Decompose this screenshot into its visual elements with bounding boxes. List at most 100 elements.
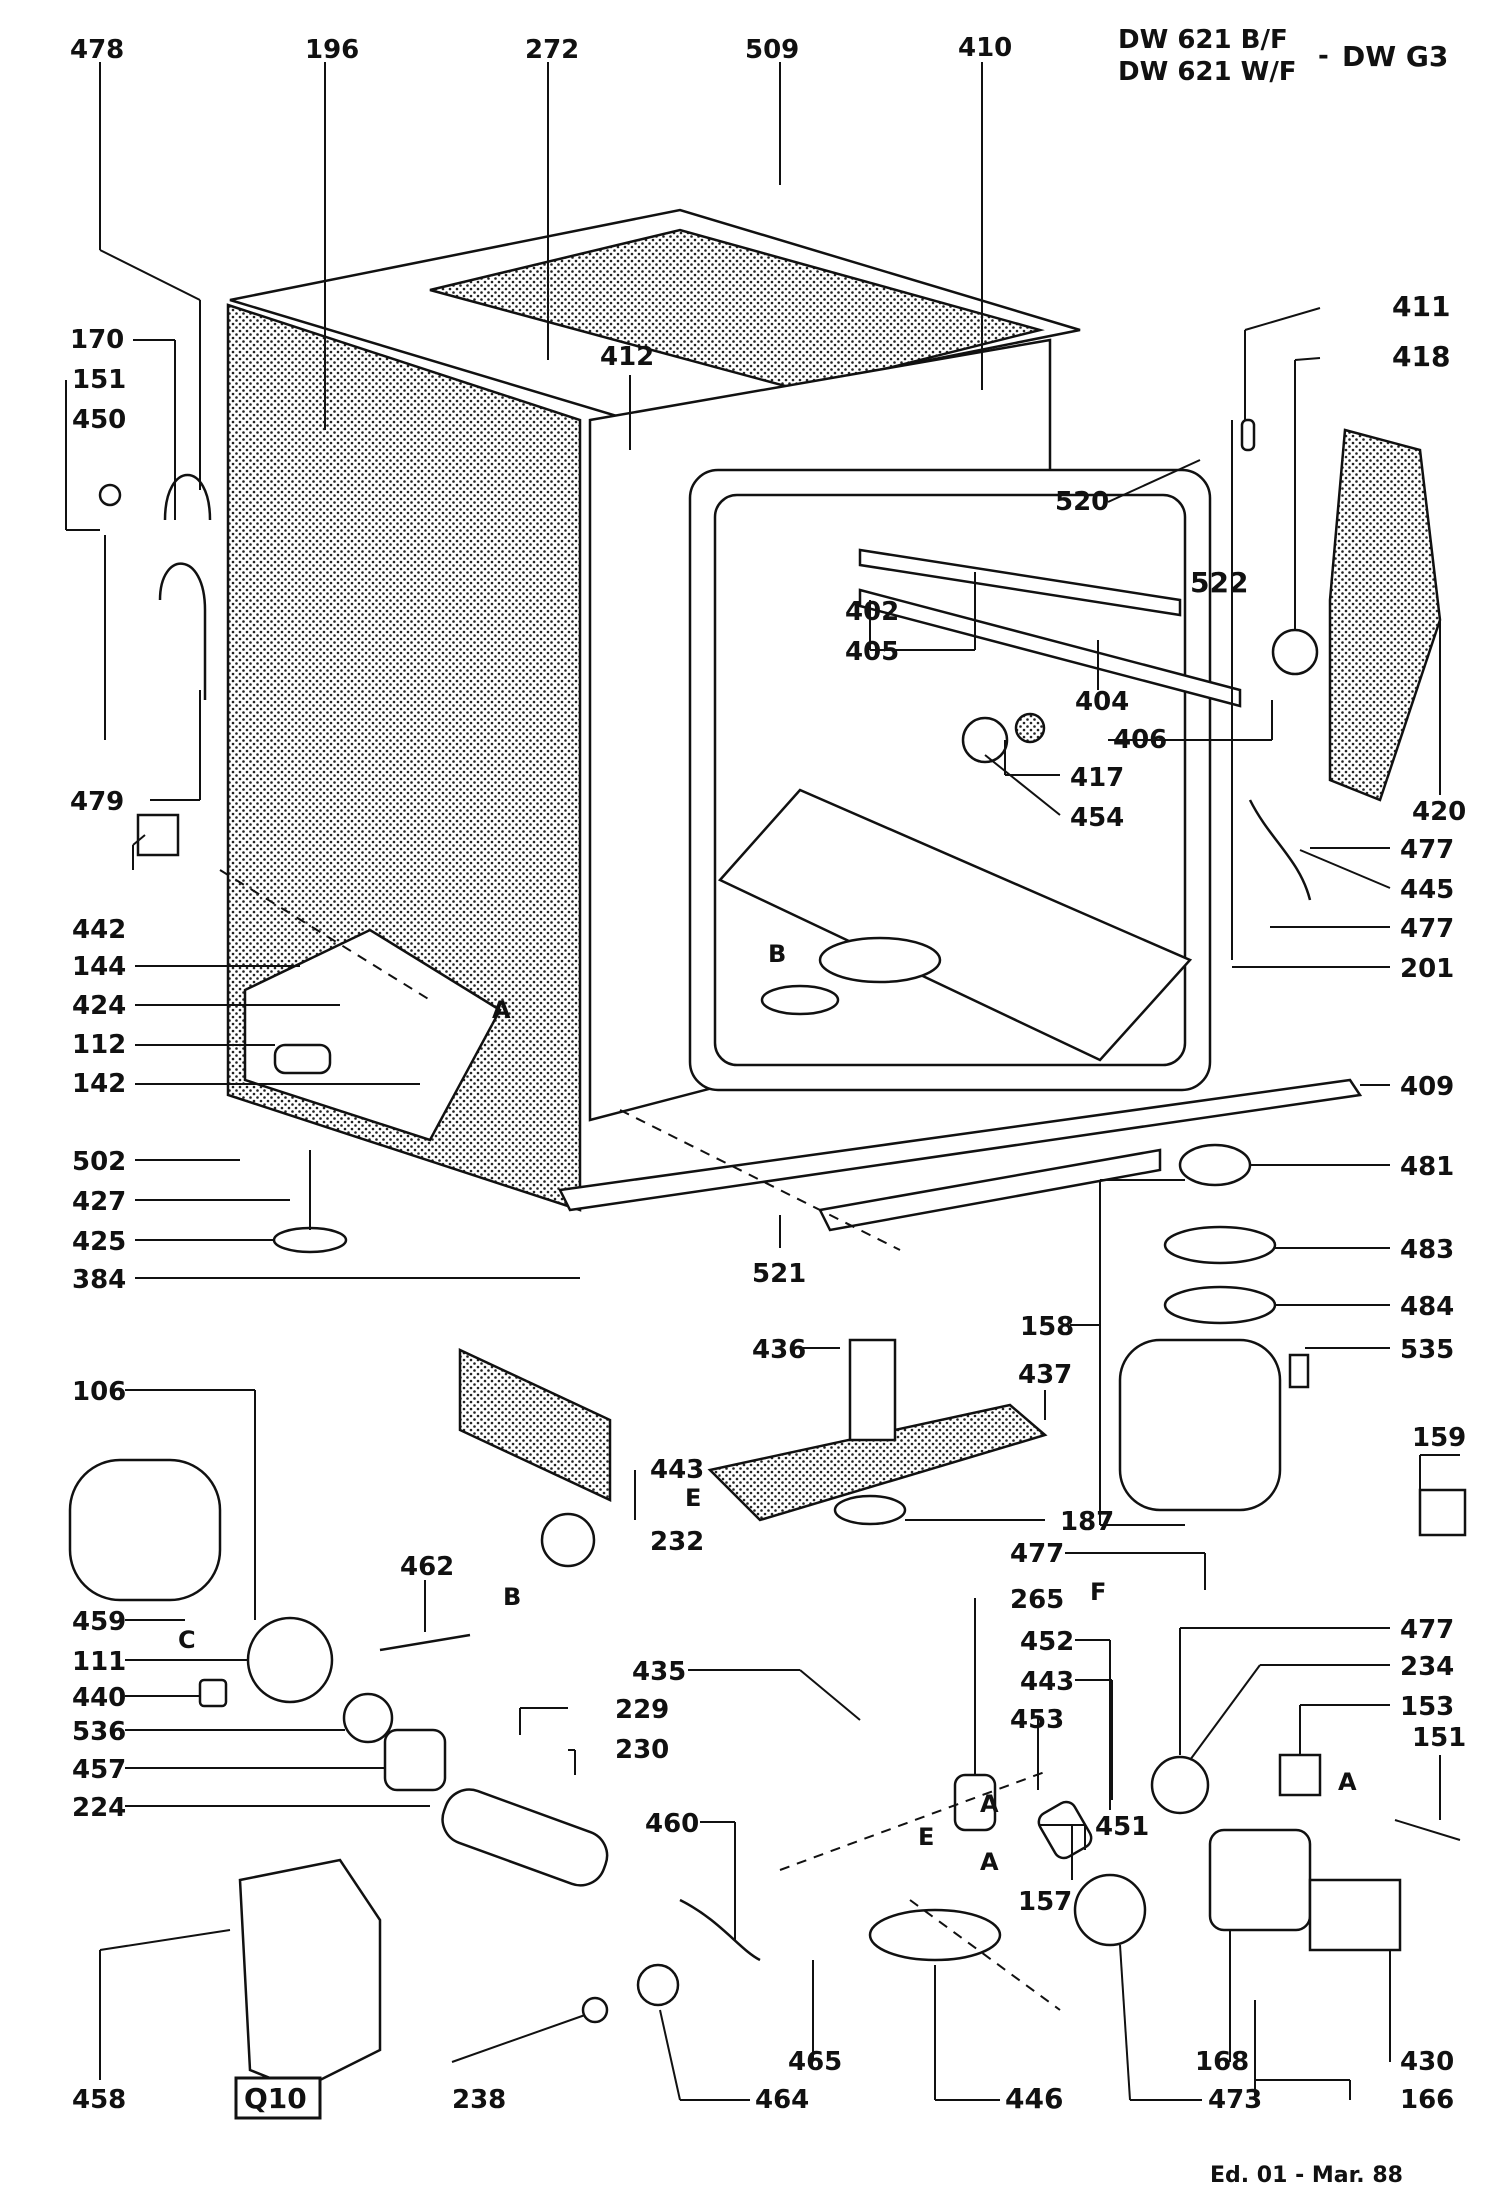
callout-440: 440: [72, 1683, 126, 1713]
figure-code-frame: [234, 2076, 322, 2120]
figure-code: Q10: [244, 2082, 307, 2115]
callout-106: 106: [72, 1377, 126, 1407]
callout-151-right: 151: [1412, 1723, 1466, 1753]
filter-tray-437: [707, 1403, 1048, 1522]
cutaway-base: [243, 928, 502, 1142]
callout-112: 112: [72, 1030, 126, 1060]
callout-412: 412: [600, 342, 654, 372]
callout-520: 520: [1055, 487, 1109, 517]
bottom-rail: [818, 1148, 1162, 1232]
callout-187: 187: [1060, 1507, 1114, 1537]
callout-462: 462: [400, 1552, 454, 1582]
leveling-foot: [272, 1226, 348, 1254]
callout-157: 157: [1018, 1887, 1072, 1917]
callout-465: 465: [788, 2047, 842, 2077]
callout-443-a: 443: [650, 1455, 704, 1485]
pump-111: [246, 1616, 334, 1704]
pump-464: [636, 1963, 680, 2007]
part-457: [383, 1728, 447, 1792]
callout-521: 521: [752, 1259, 806, 1289]
callout-151-left: 151: [72, 365, 126, 395]
marker-a-2: A: [1338, 1768, 1357, 1796]
callout-458: 458: [72, 2085, 126, 2115]
front-rail: [558, 1078, 1363, 1212]
hose-445: [1248, 799, 1312, 901]
letter-markers: A B A B C E E F A A: [178, 940, 1357, 1876]
callout-454: 454: [1070, 803, 1124, 833]
filter-assembly: [707, 1338, 1048, 1526]
coarse-filter-187: [833, 1494, 907, 1526]
leader-lines: [65, 62, 1460, 2101]
softener-158: [1118, 1338, 1282, 1512]
callout-481: 481: [1400, 1152, 1454, 1182]
plug-535: [1288, 1353, 1310, 1389]
callout-430: 430: [1400, 2047, 1454, 2077]
callout-445: 445: [1400, 875, 1454, 905]
callout-232: 232: [650, 1527, 704, 1557]
model-line-2: DW 621 W/F: [1118, 57, 1297, 87]
sump-opening: [818, 936, 942, 984]
callout-502: 502: [72, 1147, 126, 1177]
callout-460: 460: [645, 1809, 699, 1839]
dashed-link-3: [779, 1769, 1051, 1871]
dashed-link-1: [219, 869, 431, 1001]
bracket-430: [1308, 1878, 1402, 1952]
callout-473: 473: [1208, 2085, 1262, 2115]
marker-a-1: A: [492, 996, 511, 1024]
callout-464: 464: [755, 2085, 809, 2115]
seal-418: [1271, 628, 1319, 676]
model-group: DW G3: [1342, 40, 1448, 73]
dashed-link-2: [619, 1109, 901, 1251]
marker-a-4: A: [980, 1790, 999, 1818]
marker-e-2: E: [918, 1823, 934, 1851]
callout-158: 158: [1020, 1312, 1074, 1342]
callout-234: 234: [1400, 1652, 1454, 1682]
marker-b-1: B: [768, 940, 786, 968]
callout-402: 402: [845, 597, 899, 627]
marker-f: F: [1090, 1578, 1106, 1606]
callout-201: 201: [1400, 954, 1454, 984]
callout-450: 450: [72, 405, 126, 435]
callout-409: 409: [1400, 1072, 1454, 1102]
frame-outline: [238, 1858, 382, 2092]
water-softener: [1118, 1143, 1467, 1537]
model-line-1: DW 621 B/F: [1118, 25, 1288, 55]
clip-411: [1240, 418, 1256, 452]
drain-opening: [760, 984, 840, 1016]
callout-384: 384: [72, 1265, 126, 1295]
motor-pump-group: [68, 1458, 761, 2024]
callout-478: 478: [70, 35, 124, 65]
figure-code-box: Q10: [234, 2076, 322, 2120]
seal-484: [1163, 1285, 1277, 1325]
top-panel: [429, 228, 1045, 392]
left-hoses: [98, 474, 212, 857]
callout-229: 229: [615, 1695, 669, 1725]
pump-473: [1073, 1873, 1147, 1947]
callout-437: 437: [1018, 1360, 1072, 1390]
callout-418: 418: [1392, 340, 1450, 373]
callout-230: 230: [615, 1735, 669, 1765]
motor-capacitor: [273, 1043, 332, 1075]
callout-427: 427: [72, 1187, 126, 1217]
callout-410: 410: [958, 33, 1012, 63]
callout-144: 144: [72, 952, 126, 982]
hose-151: [1394, 1819, 1461, 1841]
callout-477-b: 477: [1400, 914, 1454, 944]
marker-e-1: E: [685, 1484, 701, 1512]
clip-442: [136, 813, 180, 857]
marker-c: C: [178, 1626, 196, 1654]
marker-b-2: B: [503, 1583, 521, 1611]
pressure-switch-bracket: [458, 1348, 612, 1568]
callout-168: 168: [1195, 2047, 1249, 2077]
callout-459: 459: [72, 1607, 126, 1637]
callout-477-d: 477: [1400, 1615, 1454, 1645]
callout-425: 425: [72, 1227, 126, 1257]
callout-424: 424: [72, 991, 126, 1021]
sump-446: [868, 1908, 1002, 1962]
callout-522: 522: [1190, 566, 1248, 599]
callout-196: 196: [305, 35, 359, 65]
callout-420: 420: [1412, 797, 1466, 827]
dashed-link-4: [909, 1899, 1061, 2011]
rack-rail-405: [858, 548, 1182, 617]
callout-479: 479: [70, 787, 124, 817]
